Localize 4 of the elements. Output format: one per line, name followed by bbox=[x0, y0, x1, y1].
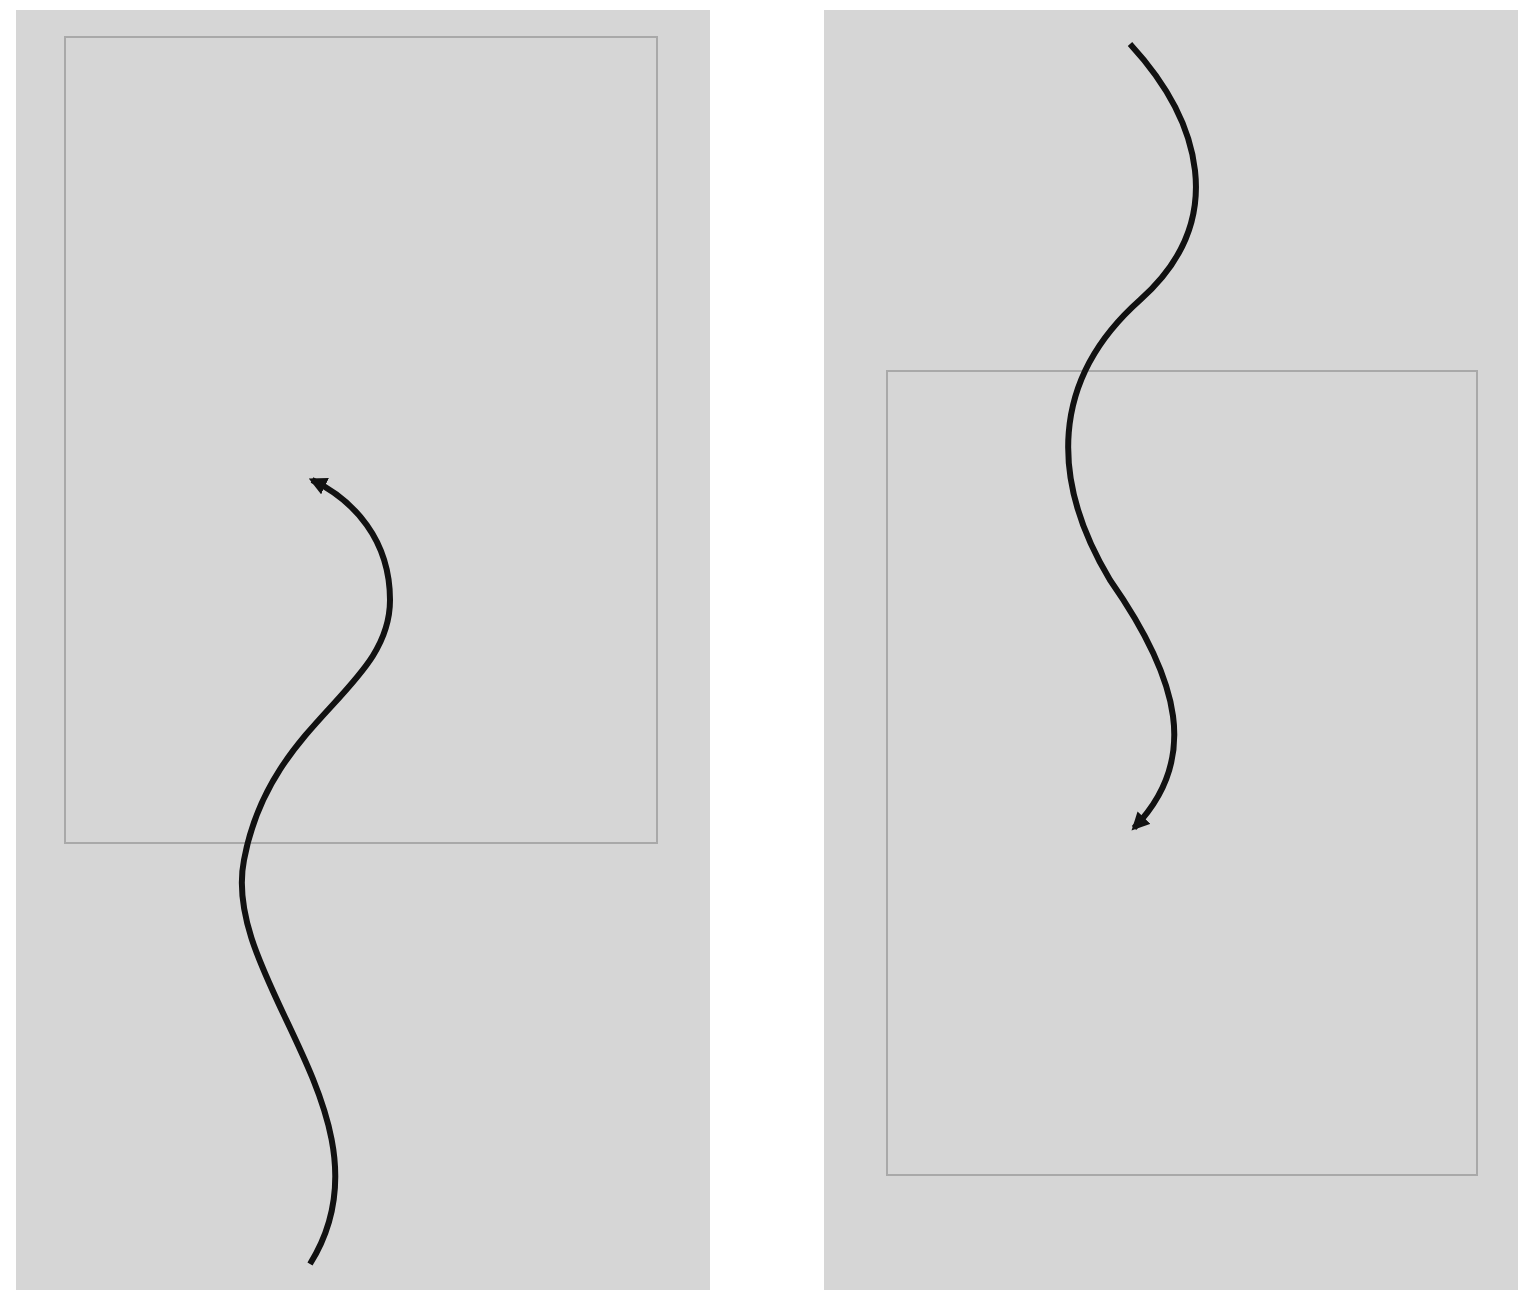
empty-box bbox=[64, 36, 658, 844]
wavy-arrow bbox=[239, 477, 393, 1266]
wavy-arrow bbox=[1065, 42, 1199, 831]
empty-box bbox=[886, 370, 1478, 1176]
